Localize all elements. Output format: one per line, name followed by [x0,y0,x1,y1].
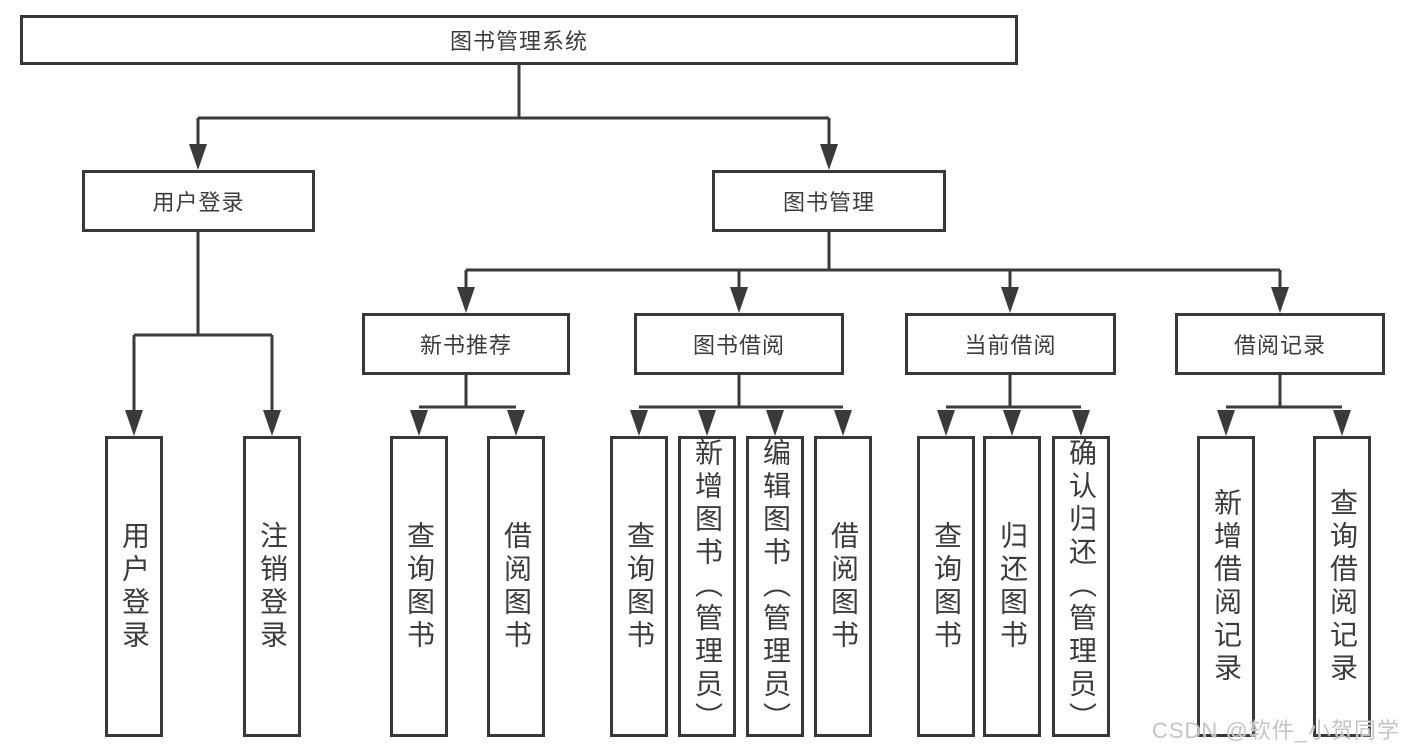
node-new-book-recommend: 新书推荐 [362,313,570,375]
leaf-query-borrow-record: 查询借阅记录 [1313,436,1371,737]
node-current-borrow-label: 当前借阅 [964,333,1057,358]
node-borrow-records: 借阅记录 [1175,313,1385,375]
node-current-borrow: 当前借阅 [905,313,1116,375]
connector-lines [132,65,1342,412]
leaf-query-books-recommend: 查询图书 [390,436,448,737]
node-book-management-label: 图书管理 [782,190,875,215]
leaf-edit-book-admin: 编辑图书（管理员） [746,436,804,737]
arrowheads [125,144,1351,436]
leaf-logout: 注销登录 [243,436,301,737]
node-book-borrow-label: 图书借阅 [692,333,785,358]
leaf-query-books-borrow: 查询图书 [610,436,668,737]
node-borrow-records-label: 借阅记录 [1233,333,1326,358]
node-book-management: 图书管理 [712,170,946,232]
csdn-watermark: CSDN @软件_小贺同学 [1151,718,1400,743]
leaf-confirm-return-admin: 确认归还（管理员） [1052,436,1110,737]
leaf-return-books: 归还图书 [983,436,1041,737]
leaf-add-borrow-record: 新增借阅记录 [1197,436,1255,737]
leaf-borrow-books-recommend: 借阅图书 [487,436,545,737]
node-root-label: 图书管理系统 [449,29,588,54]
node-book-borrow: 图书借阅 [634,313,844,375]
leaf-borrow-books-borrow: 借阅图书 [814,436,872,737]
node-user-login: 用户登录 [82,170,315,232]
node-user-login-label: 用户登录 [152,190,245,215]
node-root: 图书管理系统 [20,15,1018,65]
node-new-book-recommend-label: 新书推荐 [419,333,512,358]
leaf-user-login: 用户登录 [105,436,163,737]
leaf-add-book-admin: 新增图书（管理员） [678,436,736,737]
leaf-query-books-current: 查询图书 [917,436,975,737]
